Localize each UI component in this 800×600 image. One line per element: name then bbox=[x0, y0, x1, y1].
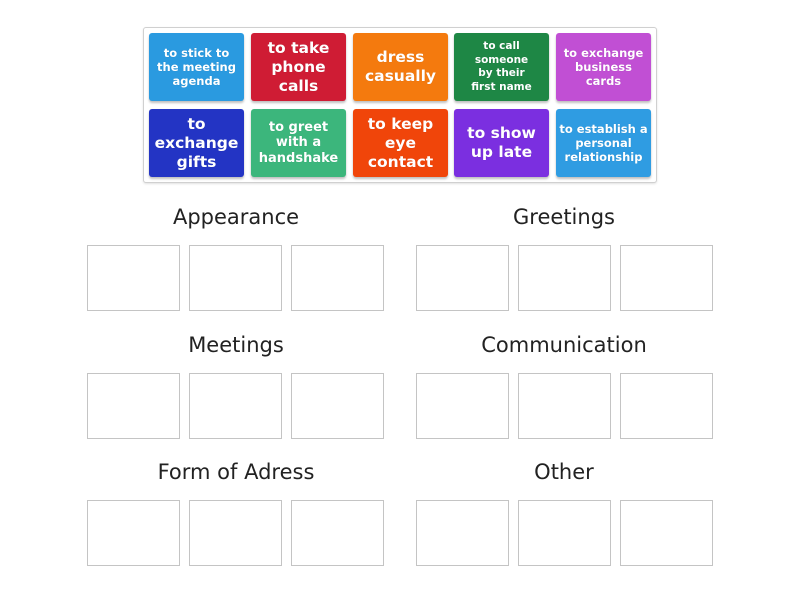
tile-stick-to-agenda[interactable]: to stick to the meeting agenda bbox=[149, 33, 244, 101]
tile-exchange-business-cards[interactable]: to exchange business cards bbox=[556, 33, 651, 101]
tile-establish-relationship[interactable]: to establish a personal relationship bbox=[556, 109, 651, 177]
tile-dress-casually[interactable]: dress casually bbox=[353, 33, 448, 101]
drop-slot-communication-2[interactable] bbox=[518, 373, 611, 439]
tile-call-by-first-name[interactable]: to call someone by their first name bbox=[454, 33, 549, 101]
tile-take-phone-calls[interactable]: to take phone calls bbox=[251, 33, 346, 101]
drop-slot-greetings-2[interactable] bbox=[518, 245, 611, 311]
tile-exchange-gifts[interactable]: to exchange gifts bbox=[149, 109, 244, 177]
tile-greet-handshake[interactable]: to greet with a handshake bbox=[251, 109, 346, 177]
drop-slot-communication-3[interactable] bbox=[620, 373, 713, 439]
drop-slot-appearance-3[interactable] bbox=[291, 245, 384, 311]
group-title-communication: Communication bbox=[481, 333, 647, 357]
drop-slot-form-of-address-2[interactable] bbox=[189, 500, 282, 566]
drop-slot-form-of-address-1[interactable] bbox=[87, 500, 180, 566]
tile-show-up-late[interactable]: to show up late bbox=[454, 109, 549, 177]
drop-slot-appearance-1[interactable] bbox=[87, 245, 180, 311]
group-title-greetings: Greetings bbox=[513, 205, 615, 229]
drop-slot-communication-1[interactable] bbox=[416, 373, 509, 439]
drop-slot-meetings-2[interactable] bbox=[189, 373, 282, 439]
drop-slot-form-of-address-3[interactable] bbox=[291, 500, 384, 566]
drop-slot-meetings-3[interactable] bbox=[291, 373, 384, 439]
drop-slot-appearance-2[interactable] bbox=[189, 245, 282, 311]
group-title-form-of-address: Form of Adress bbox=[157, 460, 315, 484]
drop-slot-other-3[interactable] bbox=[620, 500, 713, 566]
drop-slot-greetings-3[interactable] bbox=[620, 245, 713, 311]
group-title-other: Other bbox=[534, 460, 594, 484]
drop-slot-meetings-1[interactable] bbox=[87, 373, 180, 439]
drop-slot-other-1[interactable] bbox=[416, 500, 509, 566]
group-title-meetings: Meetings bbox=[188, 333, 284, 357]
drop-slot-other-2[interactable] bbox=[518, 500, 611, 566]
tile-keep-eye-contact[interactable]: to keep eye contact bbox=[353, 109, 448, 177]
group-title-appearance: Appearance bbox=[172, 205, 300, 229]
drop-slot-greetings-1[interactable] bbox=[416, 245, 509, 311]
word-tile-tray: to stick to the meeting agenda to take p… bbox=[143, 27, 657, 183]
